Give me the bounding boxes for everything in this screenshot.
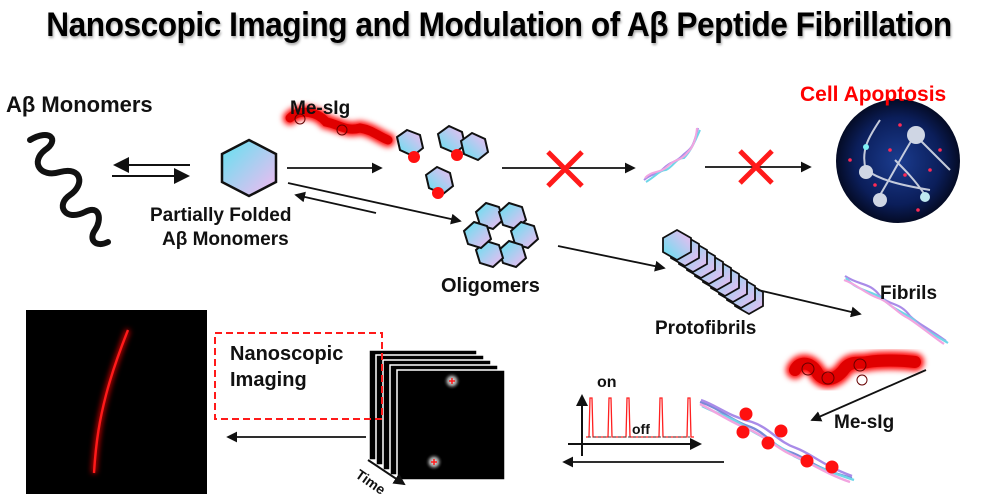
label-mesig-bottom: Me-sIg xyxy=(834,412,895,433)
label-imaging: Imaging xyxy=(230,369,307,391)
label-nanoscopic: Nanoscopic xyxy=(230,343,344,365)
label-oligomers: Oligomers xyxy=(441,275,540,297)
fibril-arrow xyxy=(757,289,862,318)
mesig-bound-monomers xyxy=(395,124,490,199)
neuron-cell-image xyxy=(836,99,960,223)
fibril-icon xyxy=(843,275,949,345)
monomer-squiggle-icon xyxy=(27,132,111,248)
localization-marker-icon xyxy=(449,378,455,384)
label-on: on xyxy=(597,374,617,391)
label-fibrils: Fibrils xyxy=(880,283,938,304)
super-resolution-image xyxy=(26,310,207,494)
oligomer-reverse-arrow xyxy=(294,191,377,214)
on-off-blinking-trace xyxy=(568,394,702,456)
figure-title: Nanoscopic Imaging and Modulation of Aβ … xyxy=(46,6,952,44)
label-monomers: Aβ Monomers xyxy=(6,92,153,117)
label-mesig-top: Me-sIg xyxy=(290,98,351,119)
small-fibril-icon xyxy=(643,127,701,183)
label-partially-folded-2: Aβ Monomers xyxy=(162,229,289,250)
time-arrow xyxy=(367,459,406,486)
nanoscopic-imaging-box xyxy=(214,332,383,420)
labeled-fibril xyxy=(699,398,855,484)
label-protofibrils: Protofibrils xyxy=(655,318,757,339)
label-partially-folded-1: Partially Folded xyxy=(150,205,292,226)
oligomer-ring xyxy=(462,201,540,269)
protofibril-arrow xyxy=(557,245,666,272)
protofibril-stack xyxy=(662,228,764,316)
localization-marker-icon xyxy=(431,459,437,465)
label-off: off xyxy=(632,421,650,437)
red-x-icon xyxy=(738,149,774,185)
single-molecule-frame-stack xyxy=(368,349,506,481)
labeling-arrow xyxy=(810,369,927,422)
red-x-icon xyxy=(546,150,584,188)
protofibril-layer xyxy=(662,228,692,262)
mesig-molecule-bottom xyxy=(786,351,924,389)
oligomer-forward-arrow xyxy=(287,182,462,225)
partially-folded-monomer-hexagon xyxy=(220,138,278,198)
mesig-molecule-top xyxy=(283,105,395,147)
label-cell-apoptosis: Cell Apoptosis xyxy=(800,83,947,106)
